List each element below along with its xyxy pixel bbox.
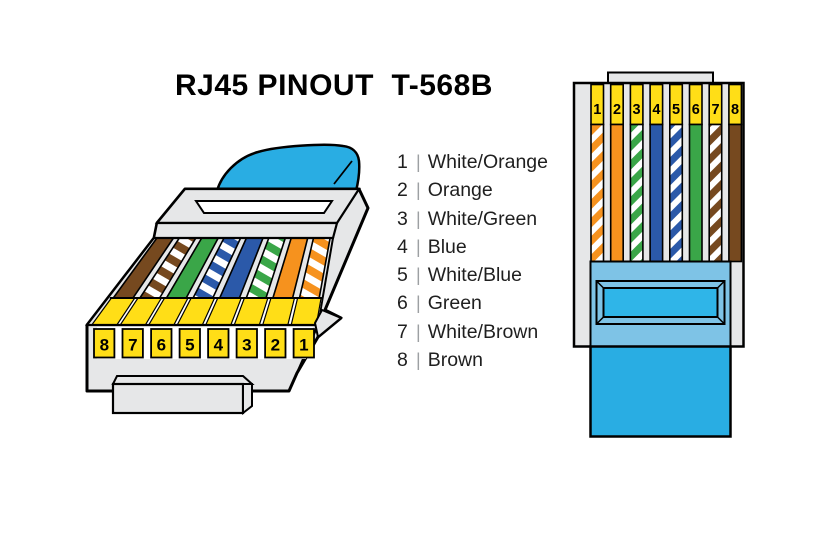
left-pin-label-8: 8 bbox=[100, 336, 109, 355]
legend-pin-number: 4 bbox=[397, 235, 408, 258]
left-contacts-group bbox=[90, 297, 323, 326]
legend-row-pin-8: 8 | Brown bbox=[397, 346, 548, 374]
legend-row-pin-6: 6 | Green bbox=[397, 289, 548, 317]
sheath-window-outer bbox=[595, 280, 726, 325]
front-pin-label-3: 3 bbox=[633, 102, 641, 118]
front-wire-pin-2 bbox=[609, 123, 625, 263]
left-pin-6 bbox=[150, 328, 173, 359]
left-pin-5 bbox=[178, 328, 201, 359]
left-pin-label-4: 4 bbox=[214, 336, 224, 355]
legend-color-name: Brown bbox=[427, 349, 483, 372]
latch-tab-right-face bbox=[242, 383, 253, 416]
legend-separator: | bbox=[416, 236, 421, 257]
legend-row-pin-5: 5 | White/Blue bbox=[397, 261, 548, 289]
cable-left bbox=[215, 143, 361, 193]
left-pin-1 bbox=[292, 328, 315, 359]
latch-tab-top-face bbox=[111, 375, 255, 385]
front-wire-pin-8 bbox=[728, 123, 743, 263]
left-pin-label-1: 1 bbox=[299, 336, 308, 355]
left-pin-4 bbox=[207, 328, 230, 359]
front-pin-label-7: 7 bbox=[711, 102, 719, 118]
legend-separator: | bbox=[416, 321, 421, 342]
legend-pin-number: 2 bbox=[397, 179, 408, 202]
left-pin-label-2: 2 bbox=[271, 336, 280, 355]
front-pin-label-6: 6 bbox=[692, 102, 700, 118]
legend-color-name: Orange bbox=[427, 179, 493, 202]
front-pin-label-2: 2 bbox=[613, 102, 621, 118]
cable-highlight-line bbox=[333, 160, 353, 185]
legend-row-pin-1: 1 | White/Orange bbox=[397, 148, 548, 176]
front-wire-pin-6 bbox=[688, 123, 703, 263]
legend-separator: | bbox=[416, 152, 421, 172]
legend-pin-number: 5 bbox=[397, 264, 408, 287]
legend-color-name: White/Orange bbox=[427, 151, 548, 173]
left-pin-8 bbox=[93, 328, 116, 359]
legend-separator: | bbox=[416, 293, 421, 314]
front-wire-pin-5 bbox=[668, 123, 684, 263]
left-pin-label-3: 3 bbox=[242, 336, 251, 355]
left-pin-2 bbox=[264, 328, 287, 359]
legend-pin-number: 7 bbox=[397, 320, 408, 343]
legend-pin-number: 8 bbox=[397, 349, 408, 372]
page-title: RJ45 PINOUT T-568B bbox=[175, 69, 493, 102]
left-pin-label-6: 6 bbox=[157, 336, 166, 355]
front-wire-pin-4 bbox=[649, 123, 664, 263]
front-pin-label-8: 8 bbox=[731, 102, 739, 118]
legend-separator: | bbox=[416, 350, 421, 371]
legend-row-pin-2: 2 | Orange bbox=[397, 176, 548, 204]
legend-pin-number: 6 bbox=[397, 292, 408, 315]
front-pin-label-4: 4 bbox=[652, 102, 660, 118]
left-pin-3 bbox=[235, 328, 258, 359]
front-wire-pin-1 bbox=[590, 123, 605, 263]
front-wire-pin-7 bbox=[708, 123, 723, 263]
left-front-face bbox=[85, 323, 320, 393]
front-pin-label-5: 5 bbox=[672, 102, 680, 118]
cable-front bbox=[589, 345, 732, 438]
legend-row-pin-7: 7 | White/Brown bbox=[397, 318, 548, 346]
legend-color-name: Blue bbox=[427, 235, 467, 258]
front-wire-pin-3 bbox=[629, 123, 644, 263]
legend-pin-number: 1 bbox=[397, 151, 408, 173]
hood-front-face bbox=[152, 221, 339, 240]
legend-color-name: Green bbox=[427, 292, 482, 315]
hood-slot bbox=[194, 200, 334, 214]
legend-color-name: White/Blue bbox=[427, 264, 522, 287]
left-pin-7 bbox=[121, 328, 144, 359]
sheath-window-bevels bbox=[595, 280, 726, 325]
legend-row-pin-3: 3 | White/Green bbox=[397, 205, 548, 233]
latch-clip bbox=[313, 308, 343, 339]
legend-color-name: White/Green bbox=[427, 207, 538, 230]
left-pin-label-5: 5 bbox=[185, 336, 194, 355]
legend-separator: | bbox=[416, 180, 421, 201]
legend-separator: | bbox=[416, 265, 421, 286]
latch-tab-front-face bbox=[111, 382, 245, 415]
legend-color-name: White/Brown bbox=[427, 320, 539, 343]
pinout-legend: 1 | White/Orange 2 | Orange 3 | White/Green 4 | Blu… bbox=[397, 148, 548, 374]
left-pin-label-7: 7 bbox=[128, 336, 137, 355]
legend-separator: | bbox=[416, 208, 421, 229]
legend-row-pin-4: 4 | Blue bbox=[397, 233, 548, 261]
sheath-window-inner bbox=[602, 287, 719, 318]
legend-pin-number: 3 bbox=[397, 207, 408, 230]
front-pin-label-1: 1 bbox=[593, 102, 601, 118]
